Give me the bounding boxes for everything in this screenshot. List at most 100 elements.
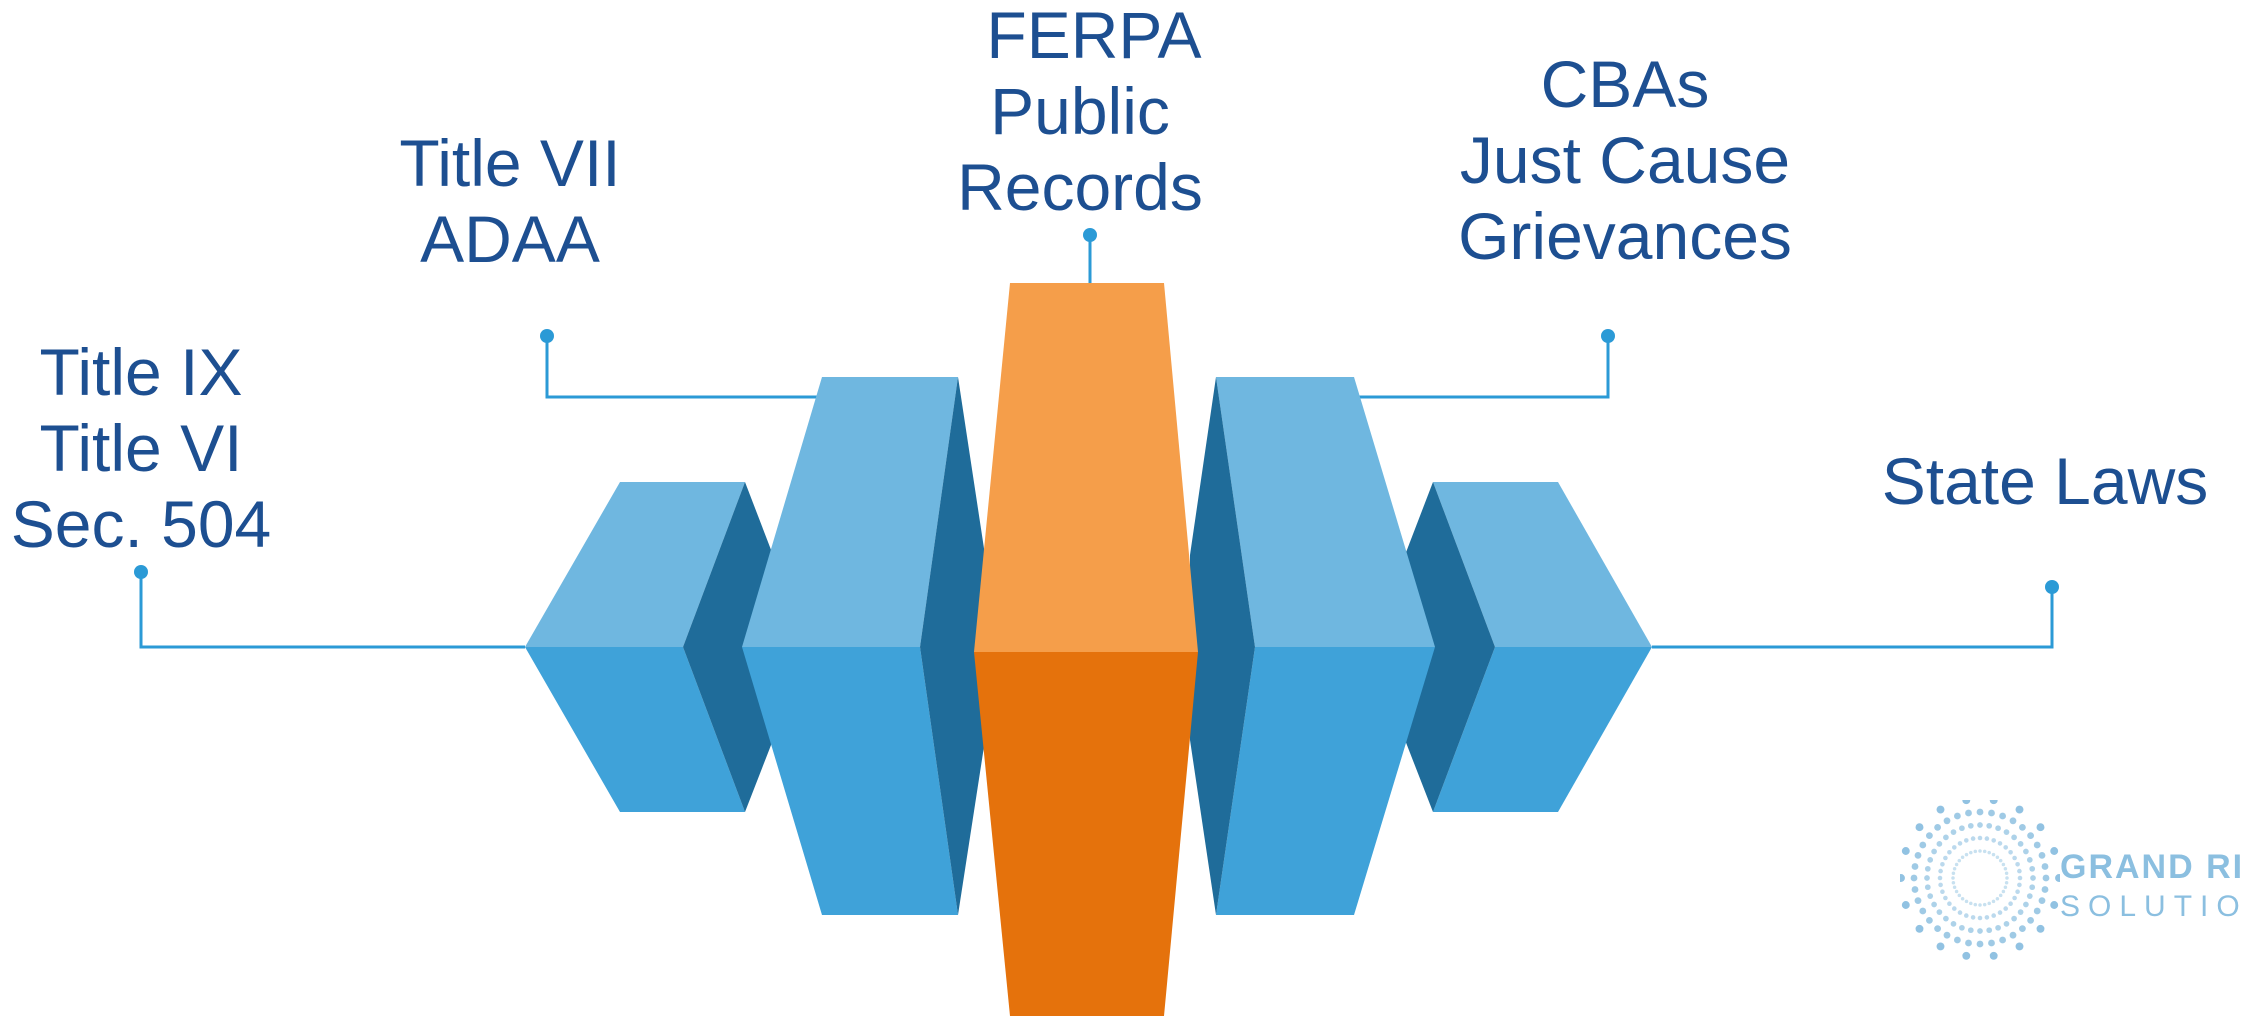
logo-dot: [2019, 925, 2026, 932]
connector-left-far: [139, 572, 525, 649]
logo-dot: [2003, 885, 2008, 889]
label-line: State Laws: [1881, 444, 2209, 518]
logo-dot: [2017, 882, 2022, 888]
logo-dot: [2029, 865, 2036, 872]
connector-dot: [540, 329, 554, 343]
label-right-near: CBAs Just Cause Grievances: [1440, 46, 1810, 274]
logo-dot: [2004, 880, 2009, 885]
logo-dot: [2029, 884, 2036, 891]
logo-dot: [1998, 893, 2003, 898]
logo-dot: [1926, 917, 1933, 924]
logo-dot: [1954, 889, 1959, 894]
logo-dot: [1924, 865, 1931, 872]
logo-dot: [1927, 857, 1934, 863]
logo-dot: [1936, 805, 1945, 814]
logo-dot: [2012, 855, 2017, 861]
logo-dot: [1964, 913, 1969, 918]
logo-dot: [1934, 925, 1941, 932]
logo-dot: [2017, 841, 2024, 847]
label-line: ADAA: [420, 202, 600, 276]
label-line: CBAs: [1540, 47, 1710, 121]
label-line: Sec. 504: [10, 487, 272, 561]
connector-dot: [1601, 329, 1615, 343]
logo-dot: [2012, 895, 2017, 901]
logo-dot: [1998, 858, 2003, 863]
logo-dot: [1951, 880, 1956, 885]
logo-dot: [2036, 924, 2045, 933]
logo-dot: [1911, 863, 1919, 870]
logo-dot: [1977, 915, 1983, 921]
logo-dot: [1977, 822, 1983, 828]
logo-dot: [1957, 910, 1963, 915]
logo-dot: [1997, 841, 2003, 846]
block-center: [974, 283, 1198, 1016]
logo-dot: [1997, 910, 2003, 915]
logo-dot: [2003, 921, 2010, 927]
logo-dot: [1987, 850, 1991, 855]
logo-dot: [1986, 927, 1993, 934]
logo-dot: [1984, 836, 1990, 841]
logo-dot: [2050, 901, 2059, 909]
logo-dot: [1914, 852, 1922, 859]
logo-dot: [1970, 836, 1976, 841]
connector-dot: [134, 565, 148, 579]
sunburst-icon: [1900, 800, 2060, 960]
logo-dot: [1967, 927, 1974, 934]
logo-dot: [2027, 917, 2034, 924]
logo-dot: [1964, 838, 1969, 843]
logo-dot: [1934, 824, 1941, 831]
logo-dot: [1952, 885, 1957, 889]
logo-dot: [1957, 841, 1963, 846]
logo-dot: [2050, 847, 2059, 855]
logo-dot: [1964, 852, 1969, 857]
logo-dot: [1915, 924, 1924, 933]
logo-dot: [1940, 862, 1945, 867]
logo-dot: [1951, 871, 1956, 876]
logo-dot: [1973, 849, 1978, 854]
label-line: Public: [990, 74, 1170, 148]
logo-dot: [1910, 874, 1918, 882]
grand-river-logo: GRAND RIV SOLUTIO: [1900, 800, 2241, 970]
logo-dot: [1957, 858, 1962, 863]
logo-dot: [2015, 862, 2020, 867]
logo-dot: [1965, 939, 1972, 947]
logo-dot: [1938, 868, 1943, 874]
logo-dot: [2003, 845, 2008, 850]
logo-dot: [1959, 924, 1965, 931]
logo-dot: [1962, 951, 1971, 960]
label-line: Title VI: [39, 411, 243, 485]
logo-dot: [1988, 939, 1995, 947]
logo-dot: [1924, 884, 1931, 891]
logo-dot: [1964, 899, 1969, 904]
logo-dot: [1995, 855, 2000, 860]
label-line: Just Cause: [1459, 123, 1791, 197]
logo-dot: [2027, 832, 2034, 839]
logo-dot: [1950, 921, 1957, 927]
logo-dot: [1952, 845, 1957, 850]
logo-dot: [1982, 902, 1987, 907]
logo-dot: [1973, 902, 1978, 907]
logo-dot: [1943, 915, 1949, 922]
logo-dot: [1960, 896, 1965, 901]
logo-dot: [2001, 889, 2006, 894]
logo-dot: [1943, 855, 1948, 861]
logo-dot: [2036, 823, 2045, 832]
logo-dot: [1988, 809, 1995, 817]
logo-dot: [2015, 889, 2020, 894]
logo-dot: [2017, 868, 2022, 874]
logo-dot: [1995, 924, 2001, 931]
logo-dot: [1943, 834, 1949, 841]
logo-dot: [2001, 862, 2006, 867]
logo-dot: [2033, 841, 2041, 849]
logo-dot: [2003, 867, 2008, 871]
logo-dot: [2017, 875, 2023, 881]
logo-dot: [1901, 847, 1910, 855]
logo-dot: [1976, 940, 1984, 948]
connectors: [139, 235, 2054, 649]
logo-dot: [1937, 875, 1943, 881]
connector-dot: [2045, 580, 2059, 594]
logo-dot: [1927, 893, 1934, 899]
logo-dot: [1951, 876, 1955, 880]
logo-text-line1: GRAND RIV: [2060, 848, 2241, 886]
logo-dot: [2026, 893, 2033, 899]
